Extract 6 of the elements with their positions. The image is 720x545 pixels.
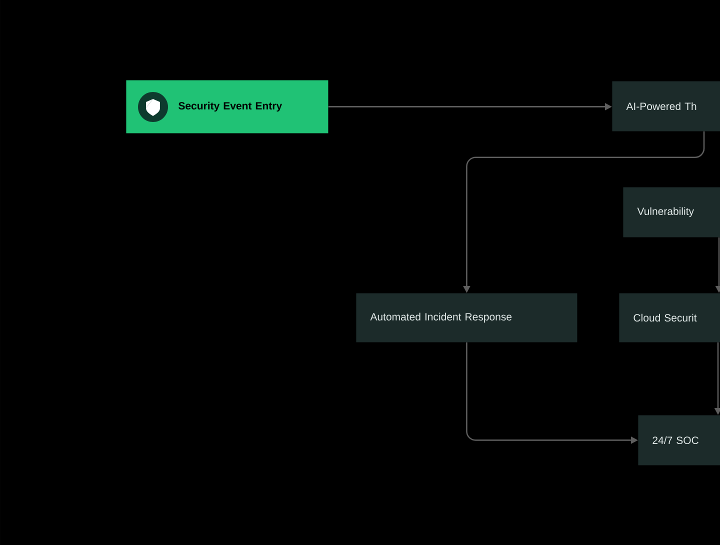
- start-box: Security Event Entry: [126, 80, 328, 134]
- process-box: Automated Incident Response: [356, 293, 578, 342]
- process-box: Vulnerability: [623, 187, 720, 238]
- process-box: Cloud Securit: [619, 293, 720, 342]
- process-box: AI-Powered Th: [612, 81, 720, 132]
- process-box: 24/7 SOC: [638, 415, 720, 466]
